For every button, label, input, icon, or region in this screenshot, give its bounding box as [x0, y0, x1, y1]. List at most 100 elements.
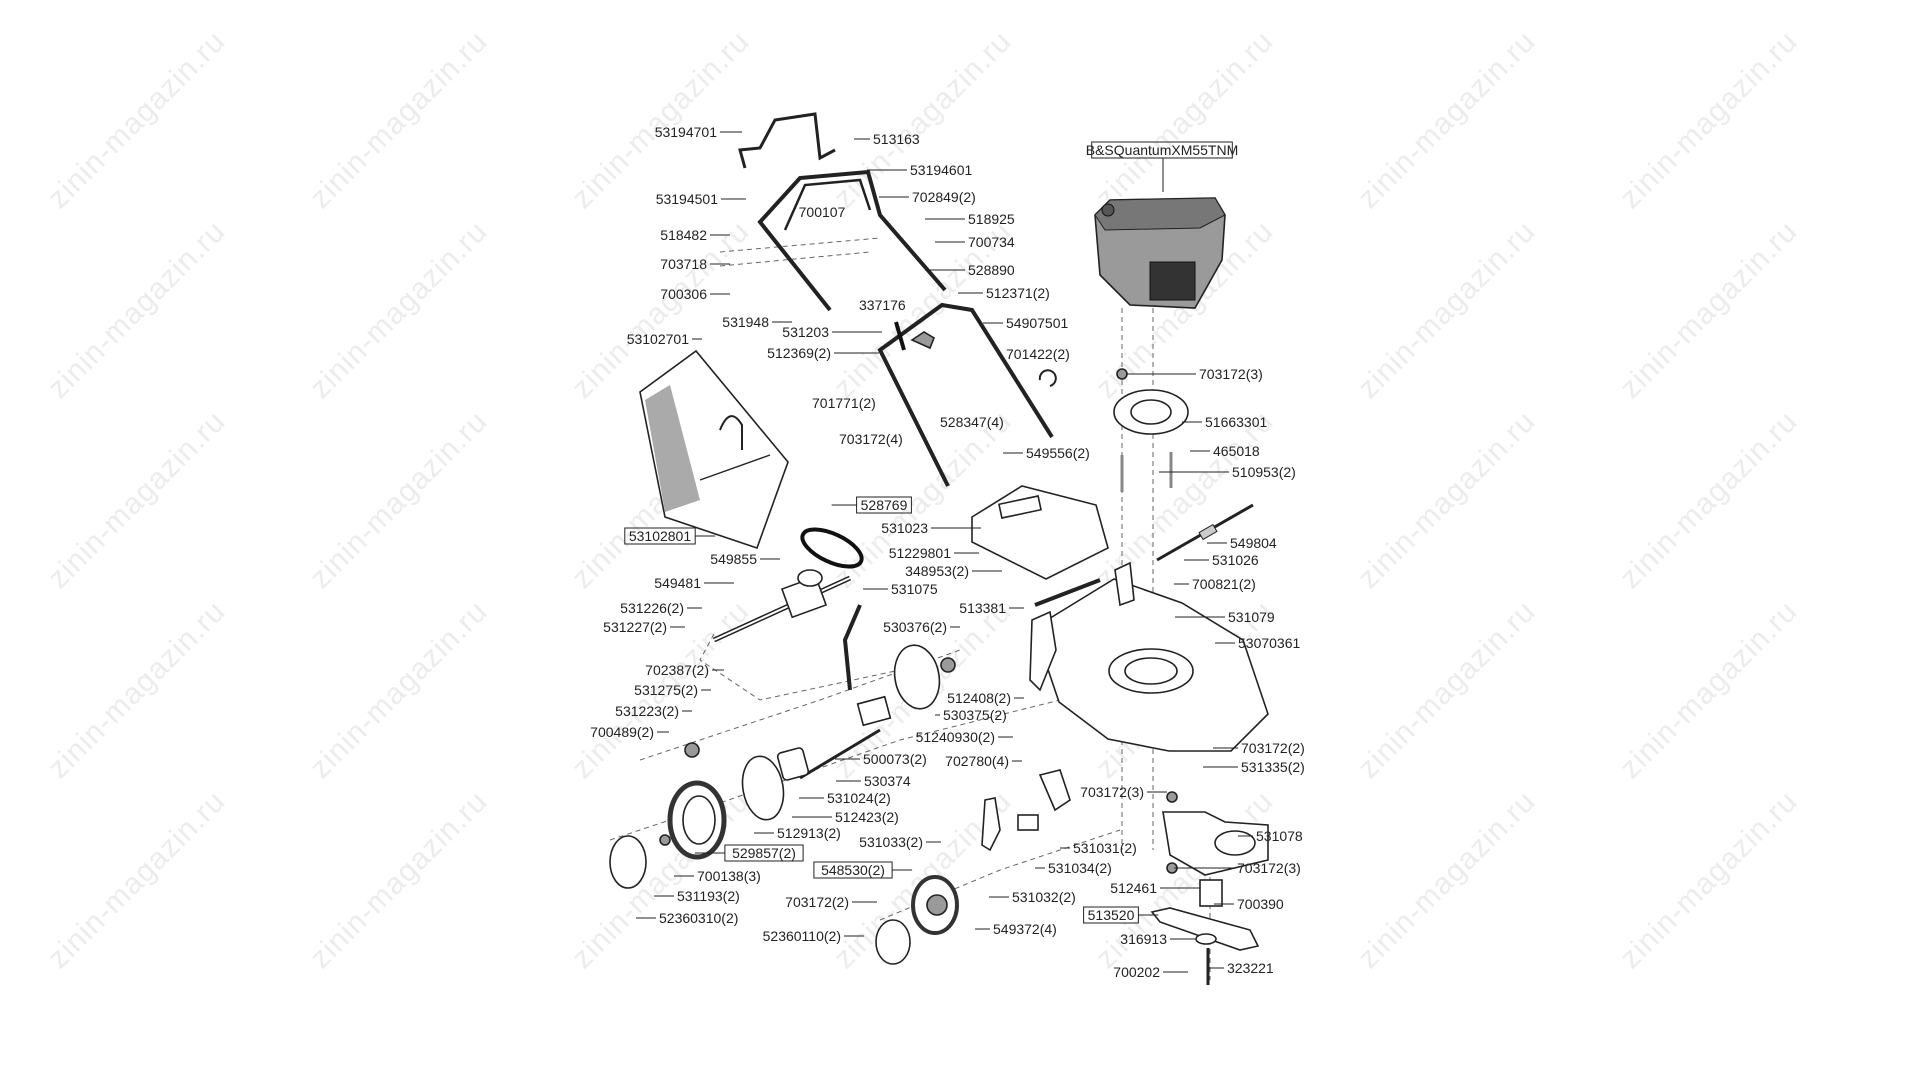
part-callout[interactable]: 702780(4)	[945, 753, 1022, 769]
part-number-label[interactable]: 703172(3)	[1080, 784, 1144, 800]
part-callout[interactable]: 531026	[1184, 552, 1259, 568]
part-callout[interactable]: 548530(2)	[813, 861, 913, 879]
part-number-label[interactable]: 531023	[881, 520, 928, 536]
part-callout[interactable]: 531031(2)	[1060, 840, 1137, 856]
part-callout[interactable]: 700306	[660, 286, 730, 302]
part-number-label[interactable]: 529857(2)	[732, 845, 796, 861]
part-callout[interactable]: 703172(2)	[1213, 740, 1305, 756]
part-callout[interactable]: 700202	[1113, 964, 1188, 980]
part-number-label[interactable]: 531024(2)	[827, 790, 891, 806]
part-number-label[interactable]: 518925	[968, 211, 1015, 227]
part-callout[interactable]: 700821(2)	[1174, 576, 1256, 592]
part-callout[interactable]: 500073(2)	[835, 751, 927, 767]
part-callout[interactable]: 701422(2)	[1006, 346, 1070, 362]
part-number-label[interactable]: 51240930(2)	[916, 729, 995, 745]
part-number-label[interactable]: 701422(2)	[1006, 346, 1070, 362]
part-callout[interactable]: 53102701	[627, 331, 702, 347]
part-callout[interactable]: 703172(3)	[1080, 784, 1167, 800]
part-callout[interactable]: 528769	[831, 496, 912, 514]
part-number-label[interactable]: 703172(4)	[839, 431, 903, 447]
part-callout[interactable]: 512371(2)	[958, 285, 1050, 301]
part-callout[interactable]: 513163	[854, 131, 920, 147]
part-callout[interactable]: 531034(2)	[1035, 860, 1112, 876]
part-callout[interactable]: 530374	[836, 773, 911, 789]
part-number-label[interactable]: 348953(2)	[905, 563, 969, 579]
part-number-label[interactable]: 549556(2)	[1026, 445, 1090, 461]
part-number-label[interactable]: 52360310(2)	[659, 910, 738, 926]
part-callout[interactable]: 531024(2)	[799, 790, 891, 806]
part-callout[interactable]: 53102801	[624, 527, 716, 545]
part-callout[interactable]: 513520	[1083, 906, 1159, 924]
part-number-label[interactable]: 531078	[1256, 828, 1303, 844]
part-callout[interactable]: 528890	[925, 262, 1015, 278]
part-number-label[interactable]: 53194601	[910, 162, 973, 178]
part-callout[interactable]: B&SQuantumXM55TNM	[1086, 141, 1239, 159]
part-callout[interactable]: 518925	[925, 211, 1015, 227]
part-callout[interactable]: 703718	[660, 256, 730, 272]
part-number-label[interactable]: 51663301	[1205, 414, 1268, 430]
part-callout[interactable]: 703172(3)	[1126, 366, 1263, 382]
part-callout[interactable]: 703172(3)	[1174, 860, 1301, 876]
part-callout[interactable]: 512913(2)	[754, 825, 841, 841]
part-number-label[interactable]: 701771(2)	[812, 395, 876, 411]
part-callout[interactable]: 465018	[1190, 443, 1260, 459]
part-callout[interactable]: 531203	[782, 324, 882, 340]
part-number-label[interactable]: 512371(2)	[986, 285, 1050, 301]
part-callout[interactable]: 531033(2)	[859, 834, 941, 850]
part-callout[interactable]: 531032(2)	[989, 889, 1076, 905]
part-number-label[interactable]: B&SQuantumXM55TNM	[1086, 142, 1239, 158]
part-callout[interactable]: 702849(2)	[879, 189, 976, 205]
part-callout[interactable]: 549372(4)	[975, 921, 1057, 937]
part-callout[interactable]: 531075	[863, 581, 938, 597]
part-callout[interactable]: 549556(2)	[1003, 445, 1090, 461]
part-number-label[interactable]: 549804	[1230, 535, 1277, 551]
part-callout[interactable]: 53194501	[656, 191, 746, 207]
part-callout[interactable]: 53194701	[655, 124, 742, 140]
part-callout[interactable]: 700390	[1214, 896, 1284, 912]
part-callout[interactable]: 323221	[1209, 960, 1274, 976]
part-number-label[interactable]: 702387(2)	[645, 662, 709, 678]
part-callout[interactable]: 53070361	[1215, 635, 1301, 651]
part-number-label[interactable]: 703718	[660, 256, 707, 272]
part-callout[interactable]: 528347(4)	[940, 414, 1004, 430]
part-number-label[interactable]: 512408(2)	[947, 690, 1011, 706]
part-callout[interactable]: 703172(2)	[785, 894, 877, 910]
part-callout[interactable]: 53194601	[867, 162, 973, 178]
part-callout[interactable]: 700107	[799, 204, 846, 220]
part-number-label[interactable]: 703172(2)	[785, 894, 849, 910]
part-callout[interactable]: 530376(2)	[883, 619, 960, 635]
part-callout[interactable]: 513381	[959, 600, 1024, 616]
part-number-label[interactable]: 51229801	[889, 545, 952, 561]
part-number-label[interactable]: 531275(2)	[634, 682, 698, 698]
part-callout[interactable]: 531948	[722, 314, 792, 330]
part-number-label[interactable]: 549855	[710, 551, 757, 567]
part-number-label[interactable]: 528769	[861, 497, 908, 513]
part-number-label[interactable]: 53102801	[629, 528, 692, 544]
part-number-label[interactable]: 531227(2)	[603, 619, 667, 635]
part-number-label[interactable]: 700306	[660, 286, 707, 302]
part-number-label[interactable]: 549372(4)	[993, 921, 1057, 937]
part-callout[interactable]: 549481	[654, 575, 734, 591]
part-callout[interactable]: 531023	[881, 520, 981, 536]
part-number-label[interactable]: 702780(4)	[945, 753, 1009, 769]
part-callout[interactable]: 531079	[1175, 609, 1275, 625]
part-callout[interactable]: 703172(4)	[839, 431, 903, 447]
part-number-label[interactable]: 702849(2)	[912, 189, 976, 205]
part-number-label[interactable]: 465018	[1213, 443, 1260, 459]
part-callout[interactable]: 700138(3)	[674, 868, 761, 884]
part-callout[interactable]: 51229801	[889, 545, 979, 561]
part-number-label[interactable]: 510953(2)	[1232, 464, 1296, 480]
part-number-label[interactable]: 703172(3)	[1199, 366, 1263, 382]
part-number-label[interactable]: 513381	[959, 600, 1006, 616]
part-number-label[interactable]: 528890	[968, 262, 1015, 278]
part-callout[interactable]: 700489(2)	[590, 724, 669, 740]
part-number-label[interactable]: 512461	[1110, 880, 1157, 896]
part-callout[interactable]: 549855	[710, 551, 780, 567]
part-number-label[interactable]: 531033(2)	[859, 834, 923, 850]
part-callout[interactable]: 348953(2)	[905, 563, 1002, 579]
part-callout[interactable]: 531078	[1238, 828, 1303, 844]
part-number-label[interactable]: 531203	[782, 324, 829, 340]
part-number-label[interactable]: 700390	[1237, 896, 1284, 912]
part-number-label[interactable]: 700138(3)	[697, 868, 761, 884]
part-callout[interactable]: 52360310(2)	[636, 910, 738, 926]
